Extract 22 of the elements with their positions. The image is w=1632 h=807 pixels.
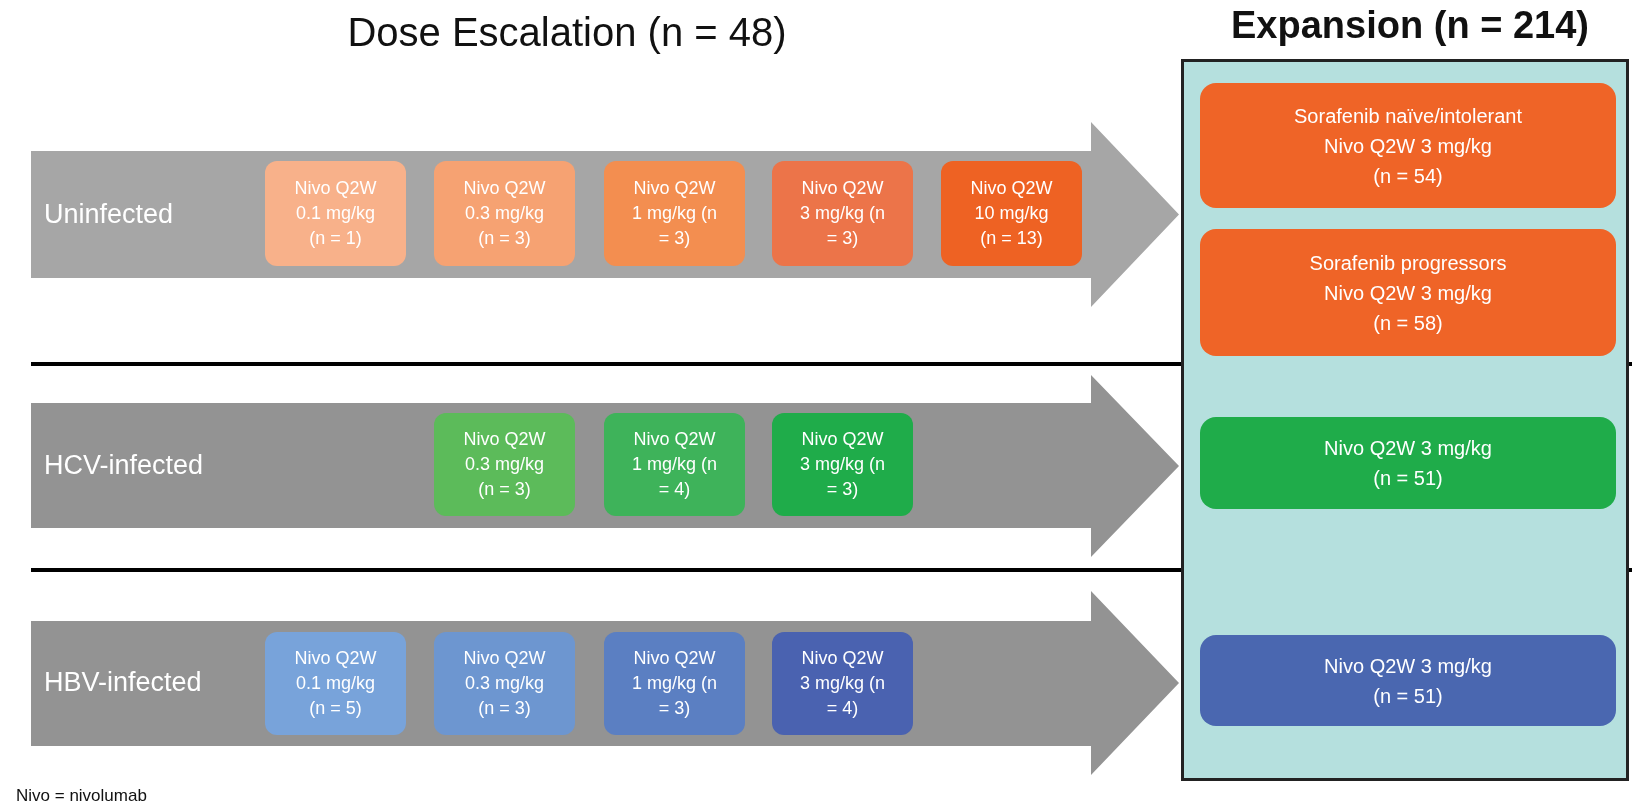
dose-box: Nivo Q2W 3 mg/kg (n = 3) [772,413,913,516]
dose-box: Nivo Q2W 0.1 mg/kg (n = 5) [265,632,406,735]
dose-box: Nivo Q2W 3 mg/kg (n = 3) [772,161,913,266]
row-label: Uninfected [44,198,174,230]
dose-box: Nivo Q2W 1 mg/kg (n = 4) [604,413,745,516]
dose-box: Nivo Q2W 1 mg/kg (n = 3) [604,161,745,266]
dose-box: Nivo Q2W 10 mg/kg (n = 13) [941,161,1082,266]
footnote: Nivo = nivolumab [16,786,147,806]
dose-box: Nivo Q2W 0.1 mg/kg (n = 1) [265,161,406,266]
dose-box: Nivo Q2W 0.3 mg/kg (n = 3) [434,413,575,516]
cohort-box: Nivo Q2W 3 mg/kg (n = 51) [1200,635,1616,726]
row-label: HBV-infected [44,667,202,698]
cohort-box: Nivo Q2W 3 mg/kg (n = 51) [1200,417,1616,509]
panel-heading: Expansion (n = 214) [1230,4,1590,47]
dose-box: Nivo Q2W 1 mg/kg (n = 3) [604,632,745,735]
cohort-box: Sorafenib naïve/intolerant Nivo Q2W 3 mg/kg (n = 54) [1200,83,1616,208]
heading: Dose Escalation (n = 48) [346,10,788,55]
dose-box: Nivo Q2W 0.3 mg/kg (n = 3) [434,161,575,266]
row-label: HCV-infected [44,450,204,481]
cohort-box: Sorafenib progressors Nivo Q2W 3 mg/kg (n = 58) [1200,229,1616,356]
dose-box: Nivo Q2W 0.3 mg/kg (n = 3) [434,632,575,735]
dose-box: Nivo Q2W 3 mg/kg (n = 4) [772,632,913,735]
